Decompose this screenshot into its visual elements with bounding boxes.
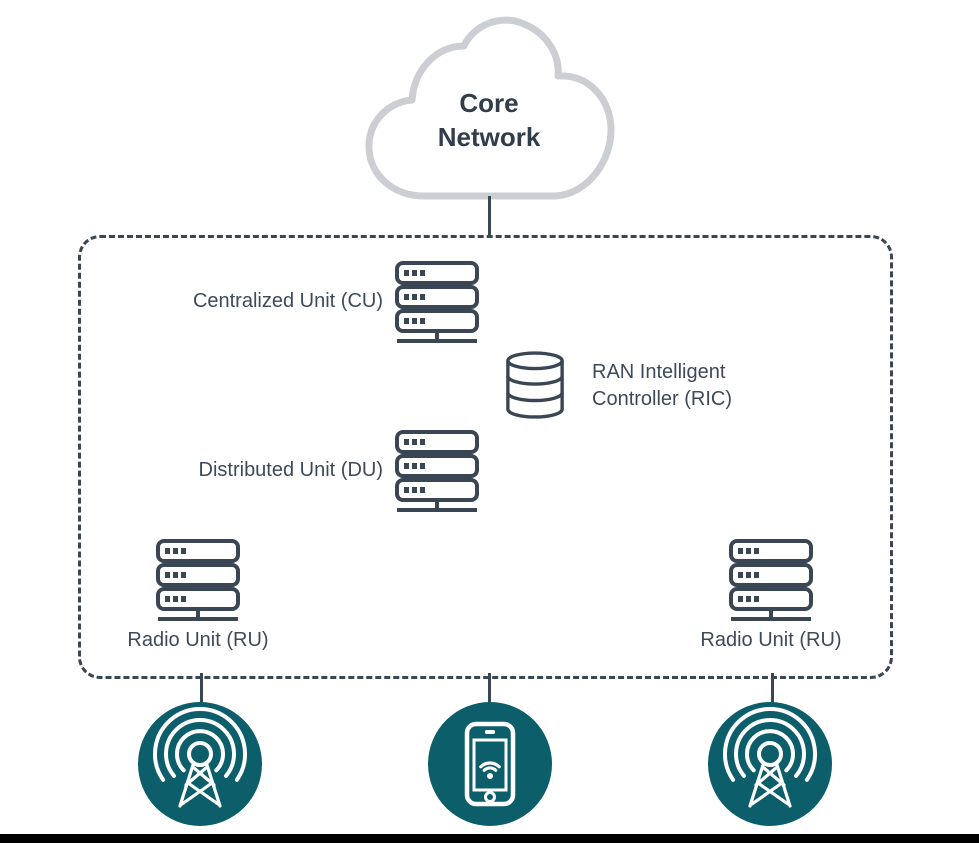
antenna-tower-icon — [138, 702, 262, 826]
ru-right-server-stack-icon — [729, 539, 813, 621]
antenna-tower-icon — [708, 702, 832, 826]
connector-ru-left-to-antenna — [200, 673, 203, 705]
ric-label: RAN Intelligent Controller (RIC) — [592, 361, 733, 410]
cloud-icon — [365, 16, 615, 200]
connector-cloud-to-ran — [488, 196, 491, 236]
ran-boundary-box — [78, 235, 893, 679]
ru-right-label: Radio Unit (RU) — [700, 629, 842, 651]
endpoint-smartphone — [428, 702, 552, 826]
ric-database-icon — [504, 350, 566, 420]
ru-left-server-stack-icon — [156, 539, 240, 621]
du-server-stack-icon — [395, 430, 479, 512]
connector-to-smartphone — [488, 673, 491, 705]
connector-ru-right-to-antenna — [771, 673, 774, 705]
cu-label: Centralized Unit (CU) — [192, 290, 383, 312]
core-network-label: Core Network — [437, 88, 541, 152]
cu-server-stack-icon — [395, 261, 479, 343]
smartphone-wifi-icon — [428, 702, 552, 826]
endpoint-antenna-left — [138, 702, 262, 826]
ru-left-label: Radio Unit (RU) — [127, 629, 269, 651]
bottom-border-bar — [0, 834, 979, 843]
endpoint-antenna-right — [708, 702, 832, 826]
du-label: Distributed Unit (DU) — [198, 459, 383, 481]
